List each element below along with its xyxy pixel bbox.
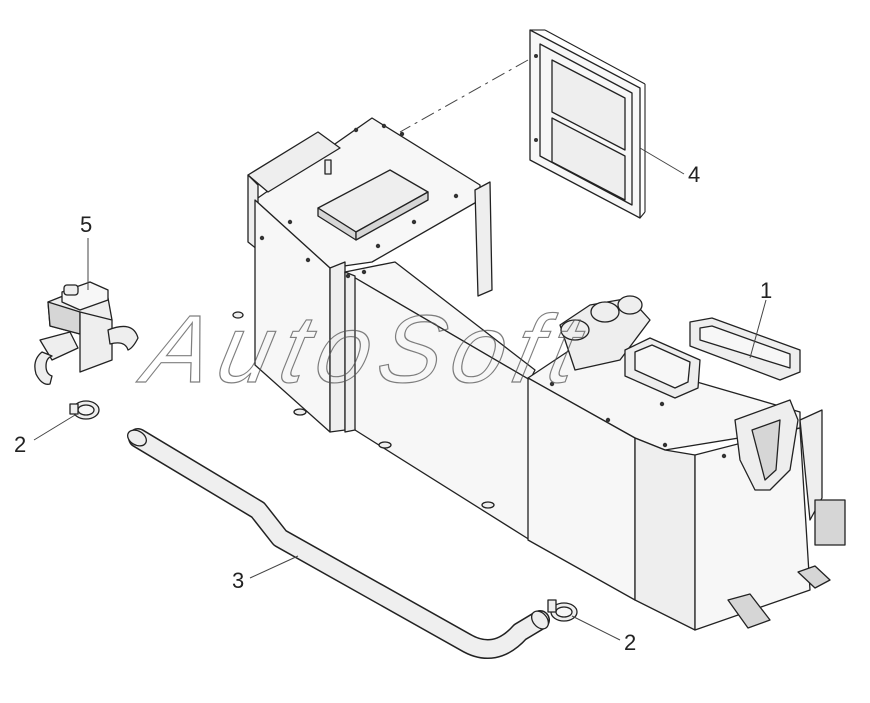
heater-housing-part <box>232 117 846 631</box>
hose-clamp-part-lower <box>547 599 578 622</box>
leader-line-2a <box>33 411 81 441</box>
leader-line-2b <box>571 615 621 641</box>
leader-line-1 <box>749 299 767 359</box>
callout-5: 5 <box>80 212 92 237</box>
filter-frame-part <box>529 29 646 219</box>
coolant-hose-part <box>127 428 550 659</box>
hose-clamp-part-upper <box>69 400 100 420</box>
callout-2-upper: 2 <box>14 432 26 457</box>
leader-line-4 <box>639 147 685 175</box>
callout-1: 1 <box>760 278 772 303</box>
callout-4: 4 <box>688 162 700 187</box>
watermark-text: AutoSoft <box>131 295 593 403</box>
callout-2-lower: 2 <box>624 630 636 655</box>
solenoid-valve-part <box>34 281 139 385</box>
leader-line-3 <box>249 555 299 579</box>
callout-3: 3 <box>232 568 244 593</box>
alignment-dash-line <box>399 59 529 133</box>
